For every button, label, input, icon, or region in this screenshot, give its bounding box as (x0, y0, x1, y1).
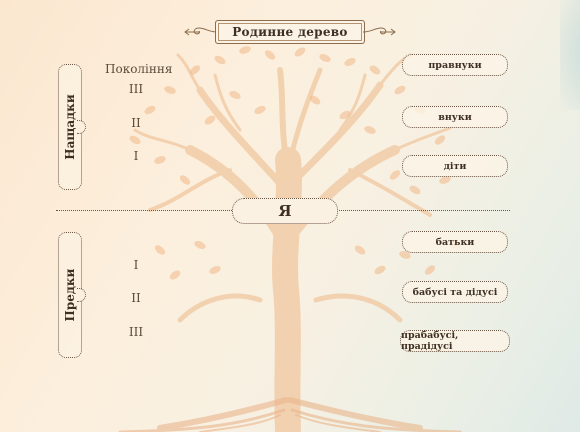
descendants-label: Нащадки (63, 94, 77, 160)
great-grandchildren-label: правнуки (428, 59, 482, 71)
corner-glow (560, 0, 580, 110)
grandchildren-tag: внуки (402, 106, 508, 128)
page-title: Родинне дерево (232, 25, 348, 39)
ancestor-generation-3: III (128, 325, 144, 339)
tree-leaves (129, 46, 461, 280)
generations-heading: Покоління (105, 62, 173, 76)
parents-label: батьки (435, 236, 475, 248)
grandparents-tag: бабусі та дідусі (402, 281, 508, 303)
ancestors-label-box: Предки (58, 232, 86, 358)
descendant-generation-3: III (128, 82, 144, 96)
ancestor-generation-2: II (131, 291, 141, 305)
right-flourish-icon (363, 27, 396, 36)
tree-roots (118, 397, 462, 432)
great-grandparents-tag: прабабусі, прадідусі (400, 330, 510, 352)
self-node: Я (232, 198, 338, 224)
title-banner: Родинне дерево (183, 18, 397, 48)
grandchildren-label: внуки (438, 111, 472, 123)
ancestor-generation-1: I (133, 258, 139, 272)
left-flourish-icon (184, 27, 217, 36)
great-grandparents-label: прабабусі, прадідусі (401, 330, 459, 352)
descendant-generation-1: I (133, 149, 139, 163)
ancestors-label: Предки (63, 268, 77, 322)
descendants-label-box: Нащадки (58, 64, 86, 190)
children-tag: діти (402, 155, 508, 177)
title-box: Родинне дерево (215, 20, 365, 44)
descendant-generation-2: II (131, 116, 141, 130)
self-label: Я (278, 202, 292, 220)
great-grandchildren-tag: правнуки (402, 54, 508, 76)
children-label: діти (443, 160, 467, 172)
parents-tag: батьки (402, 231, 508, 253)
grandparents-label: бабусі та дідусі (412, 286, 498, 298)
